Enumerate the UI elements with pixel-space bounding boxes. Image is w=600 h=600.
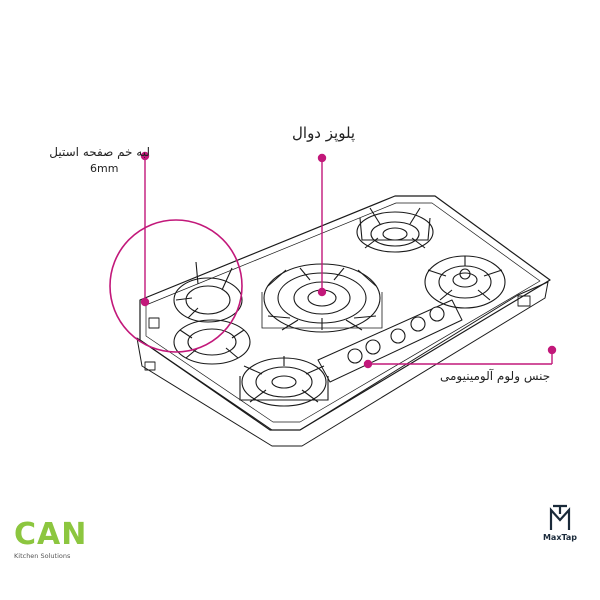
maxtap-logo: MaxTap [536,532,584,542]
knob-1 [347,348,363,364]
control-knobs [347,306,445,364]
can-tagline: Kitchen Solutions [14,552,71,560]
edge-detail-circle [109,219,243,353]
burner-right [424,255,506,309]
edge-leader-dot-bottom [140,297,150,307]
body-leader-dot-left [363,359,373,369]
control-panel [317,299,463,383]
knob-5 [429,306,445,322]
can-logo: CAN Kitchen Solutions [14,517,88,561]
edge-size-label: 6mm [90,162,119,175]
burner-leader-dot-bottom [317,287,327,297]
cooktop-top-plate [139,195,551,431]
burner-leader-dot-top [317,153,327,163]
knob-3 [390,328,406,344]
maxtap-logo-icon [549,504,571,530]
edge-label: لبه خم صفحه استیل [49,145,150,159]
maxtap-brand-name: MaxTap [542,533,578,542]
can-brand-name: CAN [14,517,88,552]
burner-label: پلوپز دوال [292,124,356,142]
burner-top-right [356,207,434,253]
burner-left [173,261,243,323]
knob-4 [410,316,426,332]
body-material-label: جنس ولوم آلومینیومی [440,369,551,383]
edge-leader-dot-top [140,151,150,161]
burner-bottom-left [173,319,251,365]
knob-2 [365,339,381,355]
body-leader-dot-right [547,345,557,355]
burner-bottom-front [239,356,329,407]
